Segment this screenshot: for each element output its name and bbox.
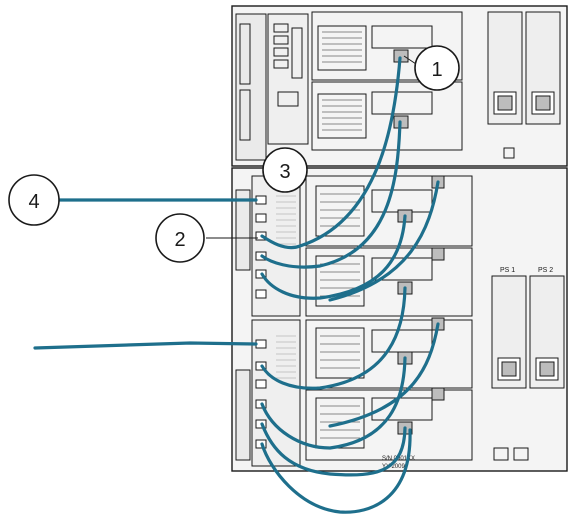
psu-2-label: PS 2 xyxy=(538,267,553,274)
callout-4: 4 xyxy=(9,175,59,225)
callout-1: 1 xyxy=(415,46,459,90)
host-cable-lower xyxy=(35,343,256,348)
callout-4-label: 4 xyxy=(28,191,39,213)
callout-3-label: 3 xyxy=(279,161,290,183)
psu-1-label: PS 1 xyxy=(500,267,515,274)
callout-2: 2 xyxy=(156,214,204,262)
callout-1-label: 1 xyxy=(431,59,442,81)
callout-2-label: 2 xyxy=(174,229,185,251)
callout-3: 3 xyxy=(263,148,307,192)
